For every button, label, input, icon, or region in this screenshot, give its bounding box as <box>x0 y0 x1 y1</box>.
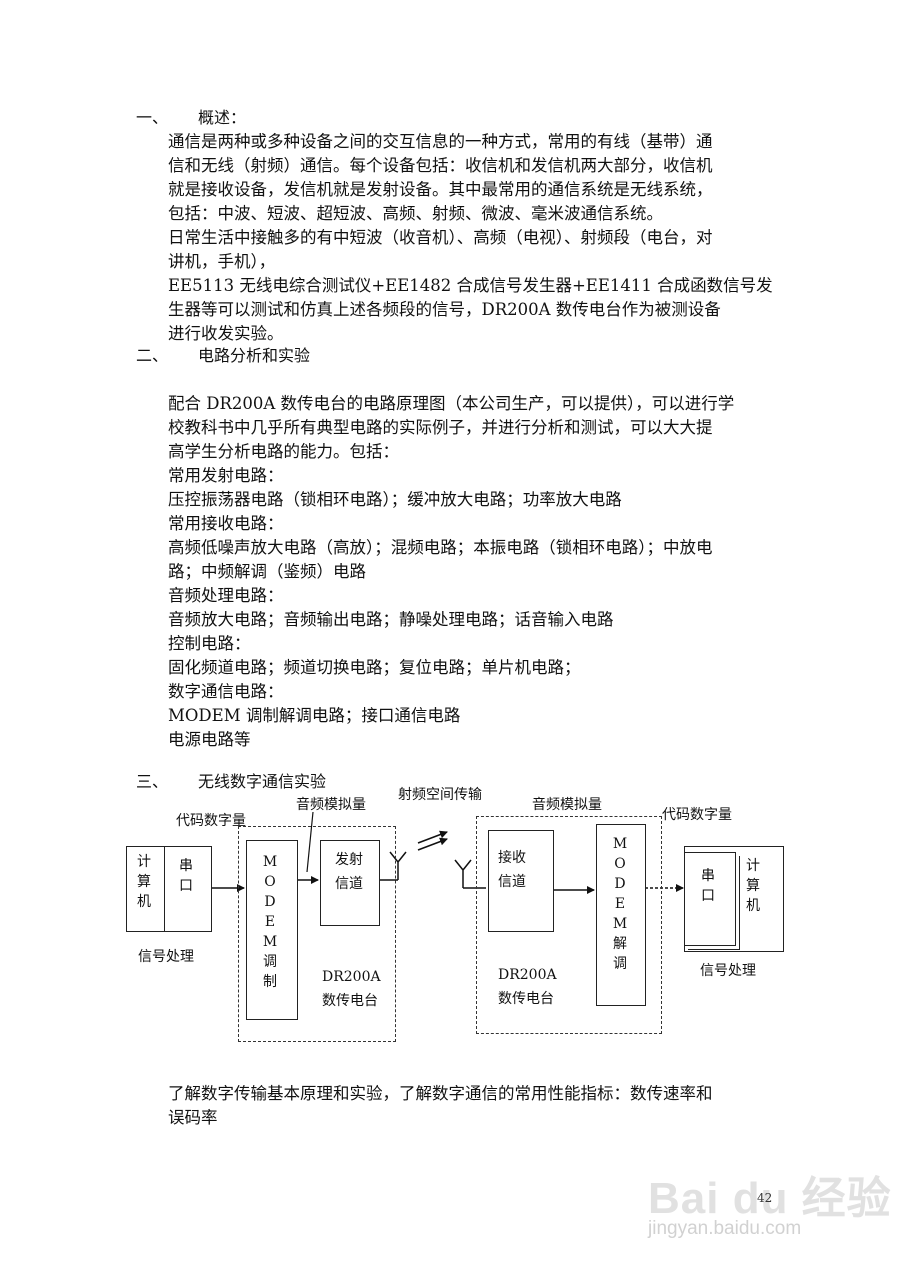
left-radio-model: DR200A <box>322 969 381 985</box>
section-1-title: 概述： <box>198 108 247 127</box>
right-radio-name: 数传电台 <box>498 991 554 1007</box>
label-rf-transmission: 射频空间传输 <box>398 787 482 803</box>
s1-line-0: 通信是两种或多种设备之间的交互信息的一种方式，常用的有线（基带）通 <box>168 132 713 151</box>
baidu-watermark: Bai du 经验 jingyan.baidu.com <box>648 1162 891 1248</box>
s2-line-7: 路；中频解调（鉴频）电路 <box>168 562 366 581</box>
s2-line-6: 高频低噪声放大电路（高放）；混频电路；本振电路（锁相环电路）；中放电 <box>168 538 713 557</box>
left-radio-name: 数传电台 <box>322 993 378 1009</box>
right-signal-label: 信号处理 <box>700 963 756 979</box>
watermark-brand: Bai du 经验 <box>648 1174 892 1223</box>
s2-line-13: MODEM 调制解调电路；接口通信电路 <box>168 706 461 725</box>
section-2-heading: 二、 电路分析和实验 <box>136 346 310 366</box>
s2-line-9: 音频放大电路；音频输出电路；静噪处理电路；话音输入电路 <box>168 610 614 629</box>
s2-line-0: 配合 DR200A 数传电台的电路原理图（本公司生产，可以提供），可以进行学 <box>168 394 735 413</box>
s1-line-7: 生器等可以测试和仿真上述各频段的信号，DR200A 数传电台作为被测设备 <box>168 300 721 319</box>
s1-line-6: EE5113 无线电综合测试仪+EE1482 合成信号发生器+EE1411 合成… <box>168 276 773 295</box>
s1-line-8: 进行收发实验。 <box>168 324 284 343</box>
modem-modulator-label: M O D E M 调 制 <box>262 854 278 990</box>
section-2-number: 二、 <box>136 346 169 365</box>
left-radio-enclosure <box>238 826 396 1042</box>
s2-line-14: 电源电路等 <box>168 730 251 749</box>
section-1-heading: 一、 概述： <box>136 108 246 128</box>
audio-label-pointer <box>306 811 314 873</box>
left-signal-label: 信号处理 <box>138 949 194 965</box>
right-port-label: 串 口 <box>701 868 715 904</box>
label-right-code: 代码数字量 <box>662 807 732 823</box>
s2-line-8: 音频处理电路： <box>168 586 284 605</box>
s3-line-0: 了解数字传输基本原理和实验，了解数字通信的常用性能指标：数传速率和 <box>168 1084 713 1103</box>
s2-line-12: 数字通信电路： <box>168 682 284 701</box>
rf-wave-arrow-1 <box>417 830 448 844</box>
s1-line-2: 就是接收设备，发信机就是发射设备。其中最常用的通信系统是无线系统， <box>168 180 713 199</box>
modem-demodulator-box <box>596 824 646 1006</box>
antenna-left-icon <box>389 851 407 880</box>
s2-line-4: 压控振荡器电路（锁相环电路）；缓冲放大电路；功率放大电路 <box>168 490 622 509</box>
rx-channel-box <box>488 830 554 932</box>
s1-line-5: 讲机，手机）， <box>168 252 276 271</box>
s2-line-2: 高学生分析电路的能力。包括： <box>168 442 399 461</box>
tx-channel-box <box>320 840 380 926</box>
modem-modulator-box <box>246 840 298 1020</box>
s1-line-4: 日常生活中接触多的有中短波（收音机）、高频（电视）、射频段（电台，对 <box>168 228 713 247</box>
page-number: 42 <box>757 1191 773 1205</box>
antenna-right-icon <box>454 859 472 888</box>
right-port-box <box>684 852 736 946</box>
tx-channel-label: 发射 信道 <box>335 852 363 892</box>
watermark-url: jingyan.baidu.com <box>648 1218 802 1239</box>
section-2-title: 电路分析和实验 <box>198 346 311 365</box>
s2-line-1: 校教科书中几乎所有典型电路的实际例子，并进行分析和测试，可以大大提 <box>168 418 713 437</box>
right-radio-enclosure <box>476 816 662 1034</box>
label-left-code: 代码数字量 <box>176 813 246 829</box>
section-3-number: 三、 <box>136 772 169 791</box>
s1-line-1: 信和无线（射频）通信。每个设备包括：收信机和发信机两大部分，收信机 <box>168 156 713 175</box>
left-port-box <box>164 846 212 932</box>
s2-line-10: 控制电路： <box>168 634 251 653</box>
left-port-label: 串 口 <box>179 858 193 894</box>
right-radio-model: DR200A <box>498 967 557 983</box>
section-3-title: 无线数字通信实验 <box>198 772 327 791</box>
rf-wave-arrow-2 <box>417 837 448 851</box>
s2-line-11: 固化频道电路；频道切换电路；复位电路；单片机电路； <box>168 658 581 677</box>
left-computer-label: 计 算 机 <box>137 854 151 910</box>
section-1-number: 一、 <box>136 108 169 127</box>
label-left-audio: 音频模拟量 <box>296 797 366 813</box>
s3-line-1: 误码率 <box>168 1108 218 1127</box>
s1-line-3: 包括：中波、短波、超短波、高频、射频、微波、毫米波通信系统。 <box>168 204 663 223</box>
modem-demodulator-label: M O D E M 解 调 <box>612 836 628 972</box>
label-right-audio: 音频模拟量 <box>532 797 602 813</box>
s2-line-5: 常用接收电路： <box>168 514 284 533</box>
section-3-heading: 三、 无线数字通信实验 <box>136 772 326 792</box>
s2-line-3: 常用发射电路： <box>168 466 284 485</box>
right-computer-label: 计 算 机 <box>746 858 760 914</box>
rx-channel-label: 接收 信道 <box>498 850 526 890</box>
